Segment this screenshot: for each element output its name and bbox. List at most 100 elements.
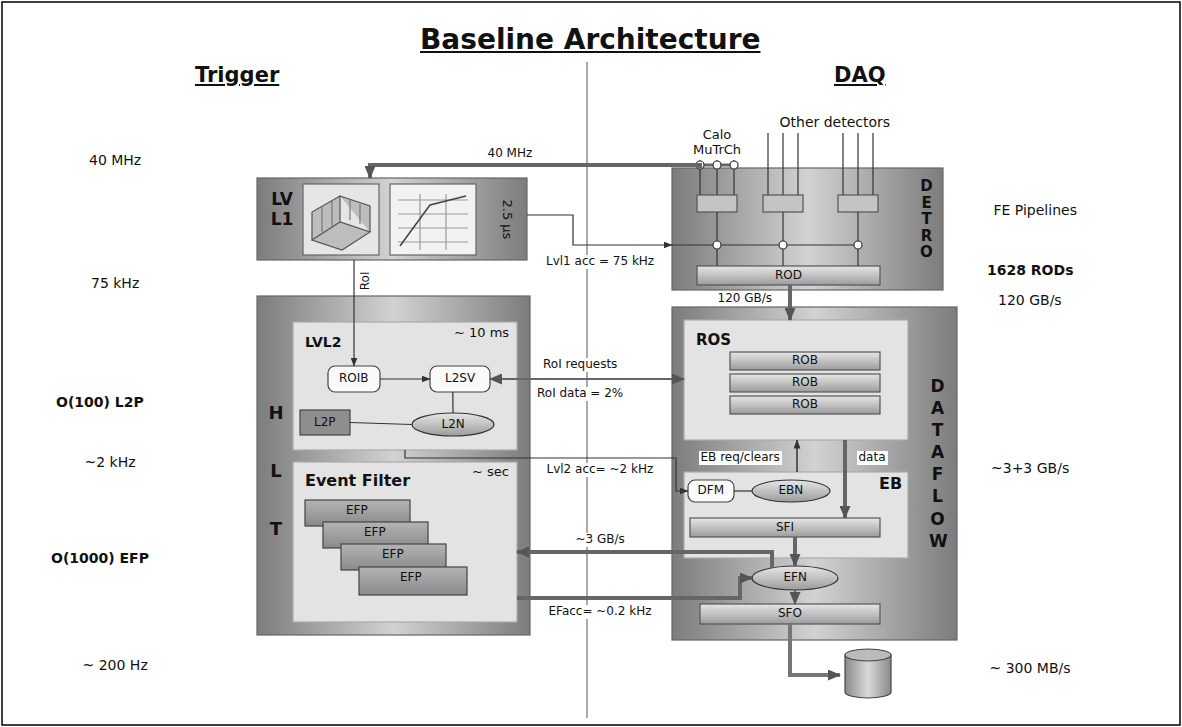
annotation-label: ~ 300 MB/s	[990, 660, 1071, 676]
text-holder: EBN	[779, 484, 804, 498]
annotation-label: RoI data = 2%	[535, 387, 625, 401]
text-holder: L2N	[442, 418, 465, 432]
ros-panel: ROSROBROBROB	[684, 320, 908, 440]
efp-box: EFP	[359, 567, 467, 595]
efp-shape	[341, 544, 446, 570]
edge-label: Lvl1 acc = 75 kHz	[544, 255, 656, 269]
text-holder: ~ sec	[472, 465, 509, 480]
bar-shape	[697, 266, 880, 285]
edge-label: 120 GB/s	[716, 292, 775, 306]
connector	[405, 450, 688, 491]
grad-shape	[257, 296, 530, 635]
text-holder: FE Pipelines	[994, 202, 1077, 218]
edge-label: Lvl2 acc= ~2 kHz	[545, 463, 656, 477]
text-holder: Event Filter	[305, 472, 410, 490]
text-holder: Calo MuTrCh	[685, 128, 749, 158]
text-holder: ROB	[792, 354, 818, 368]
node-label: ~ sec	[472, 465, 509, 480]
connector	[370, 165, 700, 178]
text-holder: RoI	[359, 270, 373, 293]
text-holder: ~ 10 ms	[454, 326, 509, 341]
node-label: EFP	[364, 526, 386, 540]
text-holder: EFP	[364, 526, 386, 540]
grad-shape	[672, 168, 943, 290]
node-label: ~ 10 ms	[454, 326, 509, 341]
node-label: L2N	[442, 418, 465, 432]
edge-label: EB req/clears	[699, 451, 782, 465]
text-holder: O(100) L2P	[56, 394, 144, 410]
connector	[517, 578, 752, 598]
node-label: L2SV	[445, 372, 475, 386]
ellipse-shape	[752, 480, 830, 502]
node-label: LV L1	[265, 190, 299, 229]
title: Baseline Architecture	[420, 24, 760, 56]
node-label: EB	[879, 475, 902, 493]
edge-label: RoI requests	[541, 358, 619, 372]
annotation-label: DAQ	[834, 63, 886, 87]
ebn-ellipse: EBN	[752, 480, 830, 502]
efp-box: EFP	[341, 544, 446, 570]
text-holder: Other detectors	[780, 114, 891, 130]
text-holder: EFP	[400, 571, 422, 585]
node-label: ROB	[792, 398, 818, 412]
connector	[490, 378, 684, 380]
ellipse-shape	[412, 413, 494, 436]
bar-shape	[730, 352, 880, 370]
efp-box: EFP	[305, 500, 410, 526]
decoration	[303, 62, 891, 718]
annotation-label: Trigger	[195, 63, 279, 87]
rod-bar: ROD	[697, 266, 880, 285]
box-shape	[430, 366, 490, 392]
node-label: SFI	[776, 521, 794, 535]
annotation-label: 40 MHz	[89, 152, 141, 168]
annotation-label: Calo MuTrCh	[685, 128, 749, 158]
connector	[353, 260, 354, 366]
node-label: EFP	[400, 571, 422, 585]
rob-bar: ROB	[730, 352, 880, 370]
connector	[517, 552, 772, 568]
l2p-box: L2P	[300, 410, 350, 435]
bar-shape	[730, 396, 880, 414]
l2sv-box: L2SV	[430, 366, 490, 392]
dfm-box: DFM	[688, 480, 734, 502]
text-holder: ~ 300 MB/s	[990, 660, 1071, 676]
rob-bar: ROB	[730, 374, 880, 392]
text-holder: Lvl1 acc = 75 kHz	[544, 255, 656, 269]
text-holder: ROD	[775, 269, 802, 283]
efp-shape	[359, 567, 467, 595]
node-label: 2.5 μs	[499, 199, 514, 239]
ellipse-shape	[752, 566, 838, 590]
box-shape	[328, 366, 380, 392]
node-label: L2P	[314, 416, 336, 430]
hlt-box: HLTLVL2~ 10 msROIBL2SVL2PL2NEvent Filter…	[257, 296, 530, 635]
lvl2-panel: LVL2 ~ 10 ms ROIB L2SV L2P L2N	[293, 322, 517, 450]
connector	[734, 490, 752, 491]
node-label: SFO	[778, 607, 802, 621]
grad-shape	[672, 307, 957, 640]
dataflow-box: DATAFLOWROSROBROBROBEBDFMEBNSFIEFNSFO	[672, 307, 957, 640]
edge-label: 40 MHz	[486, 147, 535, 161]
annotation-label: ~2 kHz	[85, 454, 136, 470]
bar-shape	[690, 518, 880, 537]
text-holder: SFI	[776, 521, 794, 535]
text-holder: EFacc= ~0.2 kHz	[547, 605, 654, 619]
annotation-label: 120 GB/s	[998, 292, 1062, 308]
text-holder: Lvl2 acc= ~2 kHz	[545, 463, 656, 477]
connector	[843, 440, 847, 518]
text-holder: Trigger	[195, 63, 279, 87]
node-label: ROB	[792, 376, 818, 390]
roib-box: ROIB	[328, 366, 380, 392]
text-holder: RoI requests	[541, 358, 619, 372]
edge-label: ~3 GB/s	[574, 533, 627, 547]
text-holder: ~ 200 Hz	[83, 657, 148, 673]
text-holder: EFP	[346, 504, 368, 518]
annotation-label: 1628 RODs	[987, 262, 1073, 278]
lvl1-box: LV L1 2.5 μs	[257, 178, 527, 260]
sfo-bar: SFO	[700, 604, 880, 624]
text-holder: 2.5 μs	[499, 199, 514, 239]
node-label: LVL2	[305, 334, 342, 350]
node-label: EFP	[346, 504, 368, 518]
node-label: DFM	[698, 484, 725, 498]
